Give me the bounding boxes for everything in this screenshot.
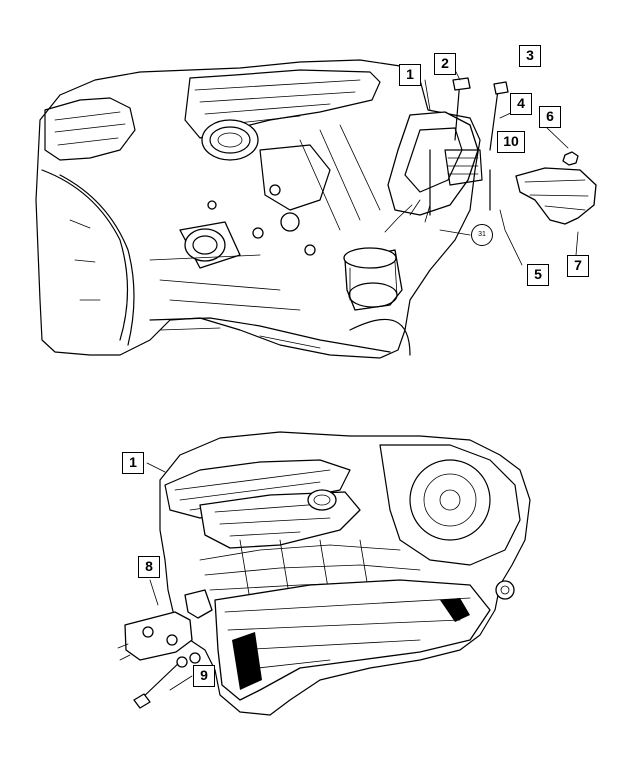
callout-1-bottom: 1 — [122, 452, 144, 474]
callout-1-top: 1 — [399, 64, 421, 86]
bottom-engine-view — [117, 431, 531, 716]
callout-8: 8 — [138, 556, 160, 578]
callout-6: 6 — [539, 106, 561, 128]
callout-3: 3 — [519, 45, 541, 67]
top-engine-view — [35, 59, 597, 359]
callout-2: 2 — [434, 53, 456, 75]
callout-5: 5 — [527, 264, 549, 286]
callout-9: 9 — [193, 665, 215, 687]
bottom-leader-lines — [146, 462, 193, 691]
callout-7: 7 — [567, 255, 589, 277]
reference-circle-31: 31 — [471, 224, 493, 246]
callout-4: 4 — [510, 93, 532, 115]
callout-10: 10 — [497, 131, 525, 153]
